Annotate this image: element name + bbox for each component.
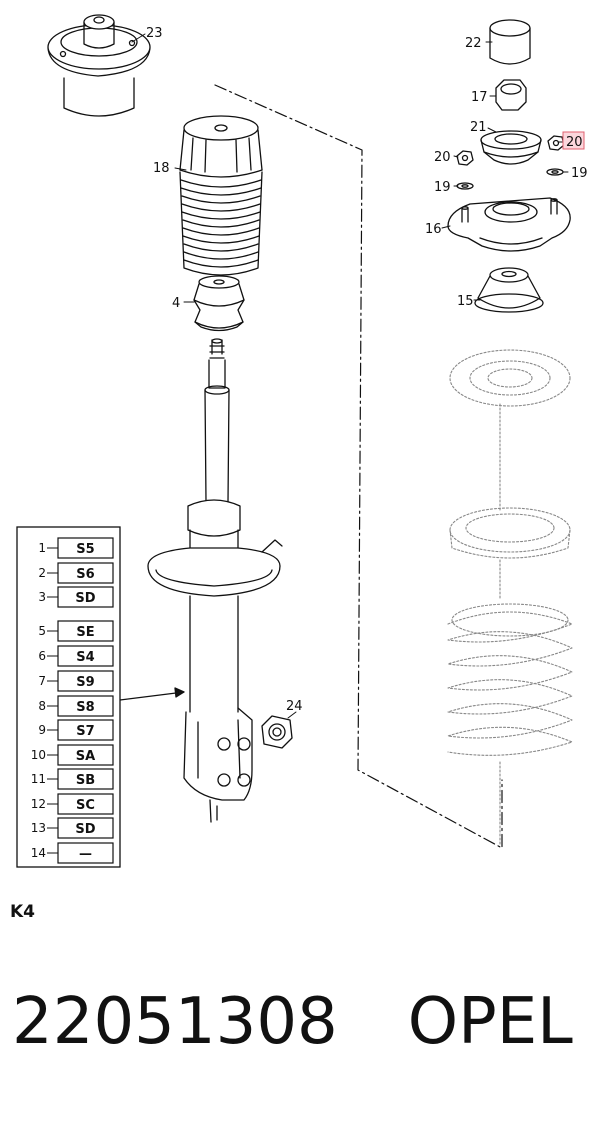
shock-absorber-strut [147, 338, 283, 823]
variant-code: — [79, 847, 92, 862]
variant-code-box [57, 562, 114, 584]
part-19-washer-right [546, 168, 564, 176]
variant-row-number: 12 [31, 797, 46, 811]
variant-row-number: 1 [38, 541, 46, 555]
callout-20-left: 20 [434, 150, 451, 165]
variant-row-number: 11 [31, 772, 46, 786]
variant-code-box [57, 744, 114, 766]
variant-code-box [57, 817, 114, 839]
group-code: K4 [10, 902, 36, 922]
part-23-strut-mount [47, 14, 151, 117]
variant-code-box [57, 537, 114, 559]
table-pointer-arrow [119, 691, 185, 701]
variant-code: S7 [76, 724, 94, 739]
variant-code: S8 [76, 700, 94, 715]
callout-21: 21 [470, 120, 487, 135]
part-22-dust-cap [489, 19, 531, 65]
part-17-top-nut [495, 79, 527, 111]
variant-code: S9 [76, 675, 94, 690]
callout-17: 17 [471, 90, 488, 105]
callout-19-right: 19 [571, 166, 588, 181]
variant-code-box [57, 586, 114, 608]
variant-code: SD [75, 591, 95, 606]
part-21-bearing-cup [480, 130, 542, 165]
callout-4: 4 [172, 296, 180, 311]
assembly-guide-line [214, 84, 503, 849]
variant-code-box [57, 695, 114, 717]
part-number: 22051308 [12, 985, 338, 1059]
part-15-upper-spring-seat [474, 267, 544, 313]
variant-code: SE [76, 625, 94, 640]
callout-16: 16 [425, 222, 442, 237]
callout-19-left: 19 [434, 180, 451, 195]
variant-code: S6 [76, 567, 94, 582]
variant-row-number: 6 [38, 649, 46, 663]
variant-row-number: 3 [38, 590, 46, 604]
callout-22: 22 [465, 36, 482, 51]
variant-row-number: 7 [38, 674, 46, 688]
variant-code: S4 [76, 650, 94, 665]
callout-leaders [131, 33, 569, 719]
part-19-washer-left [456, 182, 474, 190]
variant-code: SC [76, 798, 95, 813]
variant-code-box [57, 670, 114, 692]
part-16-mount-plate [447, 197, 571, 252]
callout-20-highlight [562, 131, 585, 150]
variant-row-number: 9 [38, 723, 46, 737]
callout-15: 15 [457, 294, 474, 309]
strut-exploded-diagram: 23 18 4 24 22 17 21 20 20 19 19 16 15 1S… [16, 14, 588, 868]
variant-code-box [57, 620, 114, 642]
callout-23: 23 [146, 26, 163, 41]
variant-code-box [57, 768, 114, 790]
variant-code-box [57, 719, 114, 741]
part-20-nut-right [547, 135, 565, 151]
variant-code-box [57, 842, 114, 864]
variant-row-number: 5 [38, 624, 46, 638]
part-24-nut [261, 715, 293, 749]
variant-row-number: 8 [38, 699, 46, 713]
variant-code: S5 [76, 542, 94, 557]
variant-row-number: 2 [38, 566, 46, 580]
variant-code: SB [76, 773, 95, 788]
part-20-nut-left [456, 150, 474, 166]
variant-code-box [57, 793, 114, 815]
variant-code: SA [76, 749, 95, 764]
part-18-protective-boot [179, 115, 263, 276]
part-identification: 22051308 OPEL [12, 985, 573, 1059]
part-4-bump-stop [193, 275, 245, 332]
brand-name: OPEL [407, 985, 573, 1059]
coil-spring-reference [447, 349, 573, 847]
callout-18: 18 [153, 161, 170, 176]
callout-24: 24 [286, 699, 303, 714]
callout-20-right: 20 [566, 135, 583, 150]
variant-row-number: 10 [31, 748, 46, 762]
variant-row-number: 13 [31, 821, 46, 835]
variant-code: SD [75, 822, 95, 837]
variant-code-box [57, 645, 114, 667]
variant-row-number: 14 [31, 846, 46, 860]
